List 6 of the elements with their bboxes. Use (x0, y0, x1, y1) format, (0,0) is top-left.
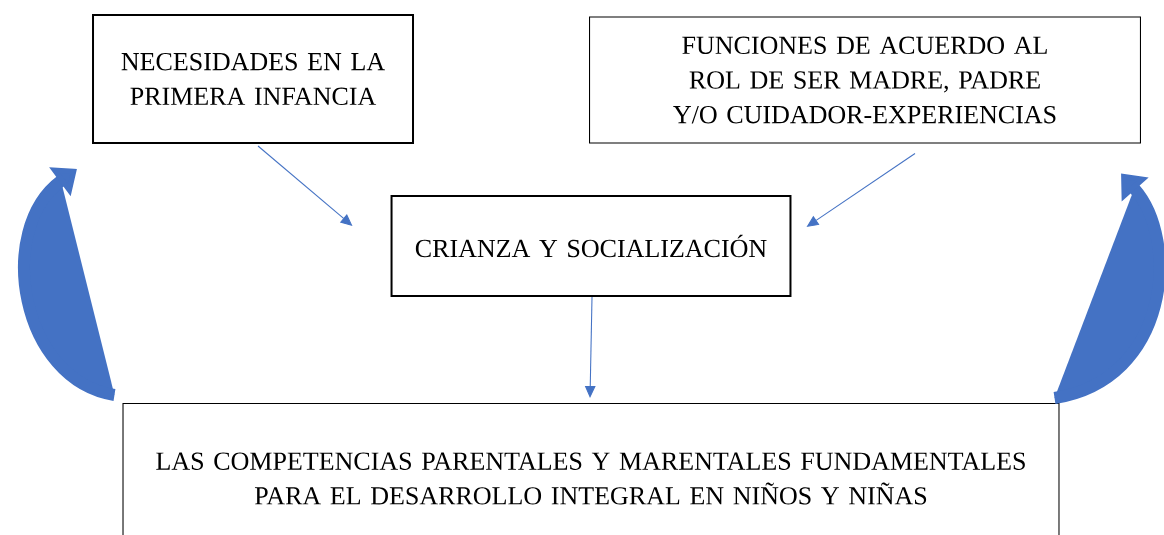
arrow (257, 145, 353, 226)
process-box: CRIANZA Y SOCIALIZACIÓN (390, 195, 792, 297)
curved-arrow (18, 167, 117, 401)
process-box: NECESIDADES EN LA PRIMERA INFANCIA (92, 14, 414, 144)
process-box: FUNCIONES DE ACUERDO AL ROL DE SER MADRE, PADRE Y/O CUIDADOR-EXPERIENCIAS (589, 16, 1141, 144)
process-box: LAS COMPETENCIAS PARENTALES Y MARENTALES FUNDAMENTALES PARA EL DESARROLLO INTEGRAL EN NIÑOS Y NIÑAS (122, 403, 1060, 535)
